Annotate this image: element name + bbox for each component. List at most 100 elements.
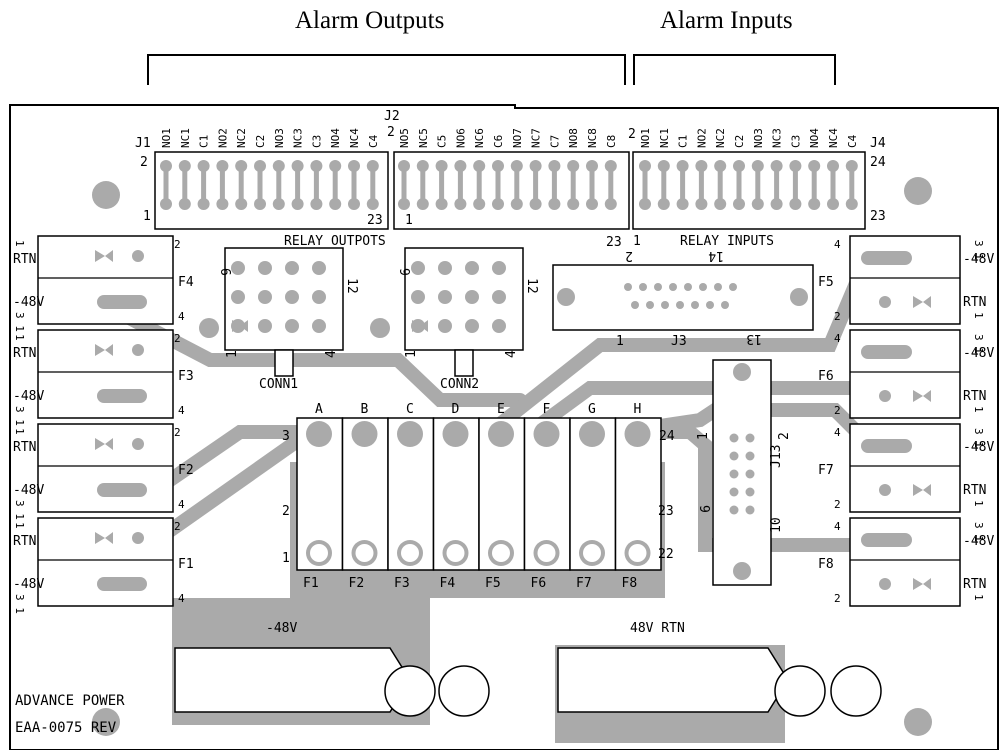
- conn-pin: [465, 319, 479, 333]
- key-icon: [913, 390, 931, 402]
- j2-label: J2: [384, 109, 400, 124]
- pin-label: 1: [633, 234, 641, 249]
- j13-pin: [729, 469, 739, 479]
- header-pin: [216, 198, 229, 210]
- conn-pin: [411, 261, 425, 275]
- pin-label: 3 1: [972, 334, 985, 354]
- neg48-stud-inner: [384, 665, 436, 717]
- header-pin: [789, 198, 802, 210]
- relay-outputs-label: RELAY OUTPOTS: [284, 234, 386, 249]
- header-pin: [751, 198, 764, 210]
- pin-label: 2: [834, 310, 841, 323]
- conn-pin: [438, 261, 452, 275]
- header-pin-label: NC2: [235, 128, 248, 148]
- neg48-label: -48V: [13, 577, 44, 592]
- left-terminal-block: [37, 235, 174, 325]
- j3-pin: [624, 283, 632, 291]
- header-pin: [366, 198, 379, 210]
- conn-pin: [258, 290, 272, 304]
- alarm-inputs-title: Alarm Inputs: [660, 7, 793, 34]
- header-pin: [845, 198, 858, 210]
- pin-label: 4: [834, 332, 841, 345]
- fuse-pad-top: [306, 421, 332, 447]
- rtn48-busbar: [557, 647, 789, 713]
- fuse-column-label: G: [588, 402, 596, 417]
- conn1-label: CONN1: [259, 377, 298, 392]
- relay-inputs-label: RELAY INPUTS: [680, 234, 774, 249]
- pin-label: 2: [628, 127, 636, 142]
- pin-label: 3 1: [972, 240, 985, 260]
- rtn-label: RTN: [13, 534, 36, 549]
- header-pin: [329, 160, 342, 172]
- j3-pin: [699, 283, 707, 291]
- header-pin: [789, 160, 802, 172]
- pin-label: 2: [834, 404, 841, 417]
- terminal-pin: [879, 578, 891, 590]
- header-pin: [435, 160, 448, 172]
- header-pin: [548, 160, 561, 172]
- header-pin: [770, 198, 783, 210]
- j13-pin: [745, 451, 755, 461]
- header-pin-label: C1: [677, 135, 690, 148]
- pin-label: 1: [972, 406, 985, 413]
- pin-label: 4: [834, 238, 841, 251]
- key-icon: [95, 438, 113, 450]
- left-terminal-block: [37, 329, 174, 419]
- header-pin: [492, 160, 504, 172]
- j13-connector: [712, 359, 772, 586]
- j13-mount-top: [733, 363, 751, 381]
- pin-label: 3: [282, 429, 290, 444]
- fuse-pad-top: [351, 421, 378, 447]
- j3-pin: [646, 301, 654, 309]
- pin-label: 4: [178, 498, 185, 511]
- header-pin: [235, 198, 248, 210]
- header-pin: [310, 160, 323, 172]
- j13-pin: [729, 451, 739, 461]
- j3-pin: [631, 301, 639, 309]
- key-icon: [913, 484, 931, 496]
- header-pin: [197, 198, 210, 210]
- pin-label: 3 1: [13, 594, 26, 614]
- footer-part-number: EAA-0075 REV: [15, 720, 117, 736]
- j4-label: J4: [870, 136, 886, 151]
- fuse-position-label: F6: [531, 576, 547, 591]
- pin-label: 2: [834, 498, 841, 511]
- header-pin: [216, 160, 229, 172]
- pin-label: 6: [217, 268, 232, 276]
- mount-hole-top-left: [92, 181, 120, 209]
- conn-pin: [285, 290, 299, 304]
- fuse-column-label: H: [634, 402, 642, 417]
- header-pin: [827, 160, 839, 172]
- j3-pin: [661, 301, 669, 309]
- neg48-label: -48V: [963, 440, 994, 455]
- mount-hole-bottom-left: [92, 708, 120, 736]
- terminal-pin: [132, 532, 144, 544]
- header-pin-label: C4: [367, 134, 380, 148]
- header-pin: [510, 160, 523, 172]
- footer-company: ADVANCE POWER: [15, 693, 125, 709]
- header-pin: [657, 160, 670, 172]
- header-pin-label: NO5: [398, 128, 411, 148]
- header-pin: [695, 160, 708, 172]
- pin-label: 1: [13, 428, 26, 435]
- j13-pin: [729, 505, 739, 515]
- header-pin-label: NO2: [695, 128, 708, 148]
- header-pin: [510, 198, 523, 210]
- pin-label: 1: [404, 350, 419, 358]
- header-pin: [178, 198, 191, 210]
- left-terminal-block: [37, 423, 174, 513]
- pin-label: 1: [225, 350, 240, 358]
- header-pin: [639, 198, 651, 210]
- pin-label: 1: [405, 213, 413, 228]
- terminal-pin: [879, 390, 891, 402]
- pin-label: 1: [972, 312, 985, 319]
- header-pin: [808, 160, 821, 172]
- header-pin: [272, 160, 285, 172]
- rtn-label: RTN: [963, 295, 986, 310]
- conn-pin: [258, 319, 272, 333]
- terminal-pin: [132, 344, 144, 356]
- right-terminal-block: [849, 235, 961, 325]
- j13-pin: [745, 505, 755, 515]
